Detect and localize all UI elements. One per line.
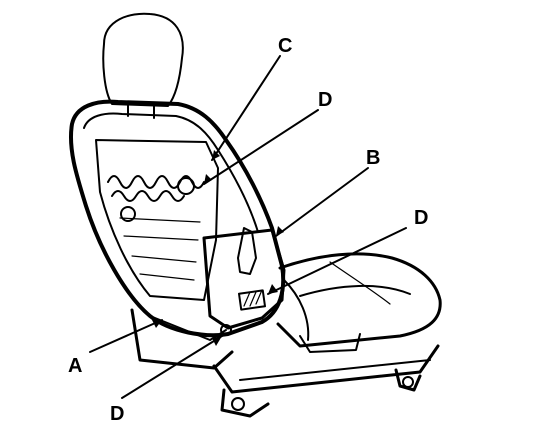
seatback-frame <box>68 99 286 338</box>
callout-d-lower: D <box>110 403 124 425</box>
callout-c: C <box>278 35 292 57</box>
callout-a: A <box>68 355 82 377</box>
callout-b: B <box>366 147 380 169</box>
side-trim-panel <box>202 227 286 330</box>
callout-d-upper: D <box>318 89 332 111</box>
seatback-springs <box>107 175 205 281</box>
leader-lines <box>89 55 407 399</box>
seat-cushion <box>276 252 442 348</box>
callout-d-right: D <box>414 207 428 229</box>
